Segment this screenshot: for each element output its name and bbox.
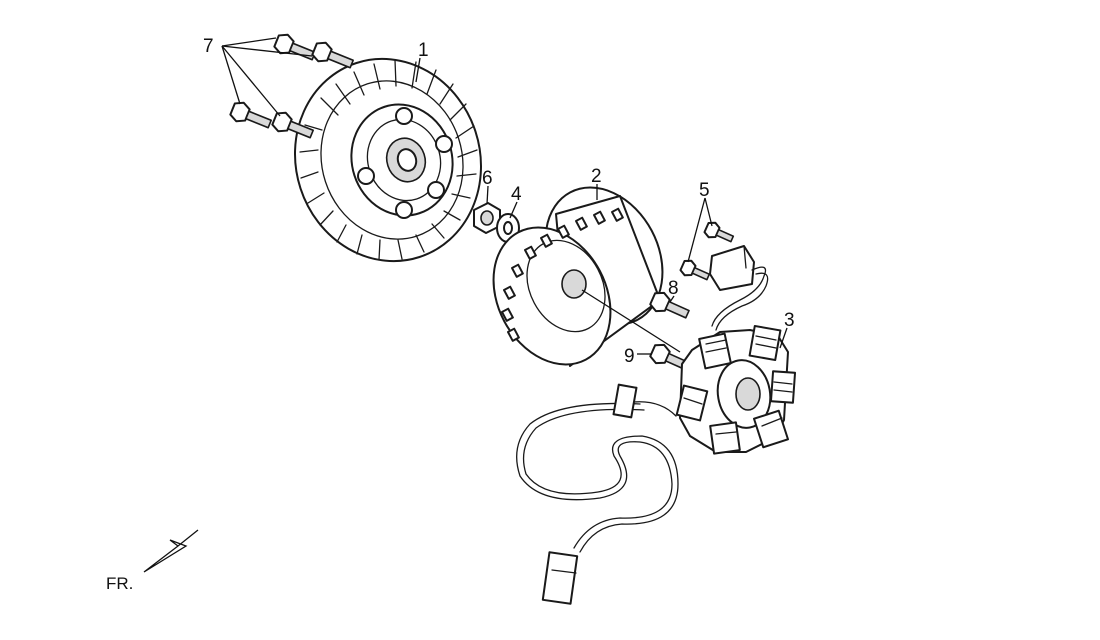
callout-4: 4 xyxy=(511,184,522,205)
pulser-screw-group xyxy=(679,221,735,281)
callout-7: 7 xyxy=(203,36,214,57)
callout-6: 6 xyxy=(482,168,493,189)
callout-labels: 1 2 3 4 5 6 7 8 9 xyxy=(203,36,795,367)
callout-1: 1 xyxy=(418,40,429,61)
callout-3: 3 xyxy=(784,310,795,331)
cooling-fan xyxy=(293,57,483,263)
pulser-coil xyxy=(709,245,769,331)
stator-assembly xyxy=(516,324,797,605)
leader-lines xyxy=(221,37,788,355)
callout-8: 8 xyxy=(668,278,679,299)
direction-arrow-icon xyxy=(143,529,199,573)
fan-bolt-group xyxy=(229,33,354,139)
flywheel-rotor xyxy=(492,186,681,367)
callout-5: 5 xyxy=(699,180,710,201)
callout-2: 2 xyxy=(591,166,602,187)
front-label: FR. xyxy=(106,574,133,593)
front-direction-indicator: FR. xyxy=(106,529,199,593)
stator-bolt-upper xyxy=(649,291,690,319)
callout-9: 9 xyxy=(624,346,635,367)
